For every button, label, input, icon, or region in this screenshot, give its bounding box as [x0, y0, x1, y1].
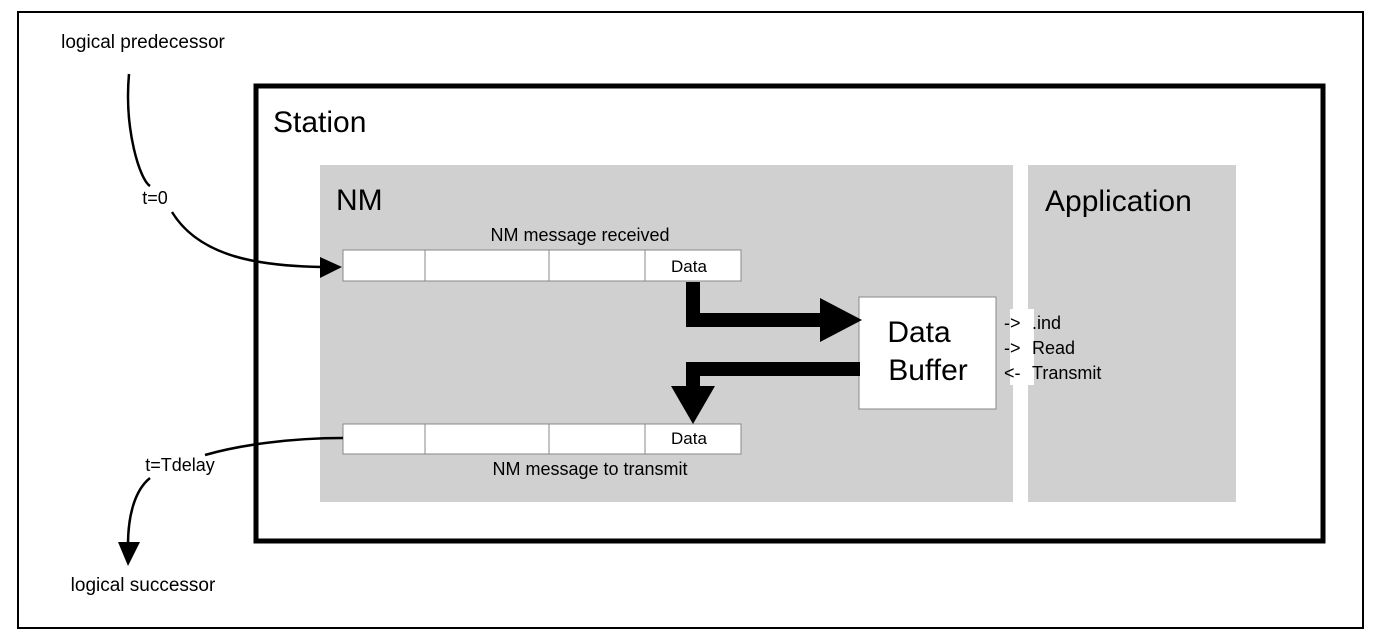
predecessor-curve-lower	[170, 211, 323, 269]
msg-transmit-label: NM message to transmit	[492, 459, 687, 479]
msg-transmit-frame	[342, 423, 742, 455]
api-list: -> .ind -> Read <- Transmit	[1004, 313, 1101, 383]
logical-successor-label: logical successor	[71, 575, 216, 596]
data-buffer-box	[858, 296, 997, 410]
successor-arrowhead	[118, 542, 140, 566]
predecessor-arrowhead	[320, 257, 342, 278]
api-read-label: Read	[1032, 338, 1075, 358]
logical-predecessor-label: logical predecessor	[61, 32, 225, 53]
successor-curve-lower	[126, 477, 151, 546]
api-transmit-label: Transmit	[1032, 363, 1101, 383]
msg-transmit-data-cell: Data	[671, 429, 707, 448]
api-read-arrow: ->	[1004, 338, 1021, 358]
station-title: Station	[273, 106, 366, 139]
api-gap	[1010, 309, 1034, 385]
predecessor-curve-upper	[126, 73, 151, 188]
arrow-buffer-to-transmit	[671, 362, 860, 424]
msg-received-label: NM message received	[490, 225, 669, 245]
nm-title: NM	[336, 184, 383, 217]
t-zero-label: t=0	[142, 188, 168, 208]
msg-received-frame	[342, 249, 742, 282]
api-ind-arrow: ->	[1004, 313, 1021, 333]
application-panel	[1028, 165, 1236, 502]
arrow-data-to-buffer	[686, 282, 862, 342]
api-transmit-arrow: <-	[1004, 363, 1021, 383]
t-delay-label: t=Tdelay	[145, 455, 215, 475]
data-buffer-label-line2: Buffer	[888, 354, 968, 387]
msg-received-data-cell: Data	[671, 257, 707, 276]
data-buffer-label-line1: Data	[887, 316, 951, 349]
api-ind-label: .ind	[1032, 313, 1061, 333]
successor-curve-upper	[204, 436, 344, 457]
application-title: Application	[1045, 185, 1192, 218]
